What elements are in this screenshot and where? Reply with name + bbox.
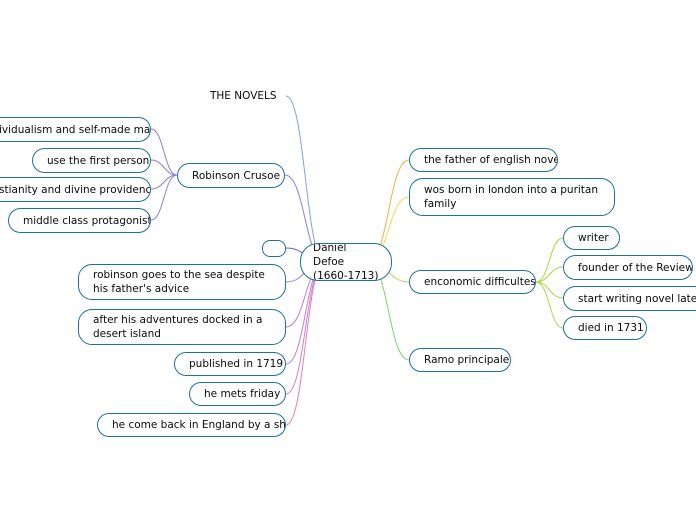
central-topic-daniel-defoe[interactable]: Daniel Defoe (1660-1713) xyxy=(300,243,392,281)
topic-ramo-principale[interactable]: Ramo principale xyxy=(409,348,511,372)
topic-mets-friday[interactable]: he mets friday xyxy=(189,382,286,406)
subtopic-founder-review[interactable]: founder of the Review xyxy=(563,255,693,280)
topic-the-novels[interactable]: THE NOVELS xyxy=(196,84,288,108)
subtopic-individualism[interactable]: ividualism and self-made man xyxy=(0,117,151,142)
topic-born-london[interactable]: wos born in london into a puritan family xyxy=(409,178,615,216)
topic-father-english-novel[interactable]: the father of english novel xyxy=(409,148,558,172)
topic-ramo-principale-label: Ramo principale xyxy=(424,354,510,366)
link-first-person xyxy=(150,159,178,176)
subtopic-start-writing-label: start writing novel late in l xyxy=(578,292,696,305)
subtopic-individualism-label: ividualism and self-made man xyxy=(0,123,151,136)
link-middle-class xyxy=(150,174,178,221)
subtopic-founder-review-label: founder of the Review xyxy=(578,261,693,274)
link-writer xyxy=(535,237,564,283)
topic-robinson-crusoe-label: Robinson Crusoe xyxy=(192,169,281,182)
subtopic-writer[interactable]: writer xyxy=(563,226,620,250)
topic-back-to-england-label: he come back in England by a ship xyxy=(112,419,286,431)
topic-the-novels-label: THE NOVELS xyxy=(210,90,277,102)
topic-mets-friday-label: he mets friday xyxy=(204,388,281,400)
topic-desert-island[interactable]: after his adventures docked in a desert … xyxy=(78,309,286,345)
topic-empty[interactable] xyxy=(262,240,286,257)
subtopic-writer-label: writer xyxy=(578,232,609,244)
topic-born-london-label: wos born in london into a puritan family xyxy=(424,184,599,210)
topic-father-english-novel-label: the father of english novel xyxy=(424,154,558,166)
subtopic-middle-class[interactable]: middle class protagonist xyxy=(8,208,151,233)
link-died xyxy=(535,281,564,329)
topic-goes-to-sea-label: robinson goes to the sea despite his fat… xyxy=(93,269,265,295)
subtopic-first-person-label: use the first person xyxy=(47,154,150,167)
link-england xyxy=(285,261,326,426)
link-founder xyxy=(535,266,564,283)
topic-robinson-crusoe[interactable]: Robinson Crusoe xyxy=(177,163,285,188)
subtopic-first-person[interactable]: use the first person xyxy=(32,148,151,173)
topic-goes-to-sea[interactable]: robinson goes to the sea despite his fat… xyxy=(78,264,286,300)
topic-economic-difficultes-label: enconomic difficultes xyxy=(424,276,536,288)
topic-published-1719[interactable]: published in 1719 xyxy=(174,352,286,376)
subtopic-christianity[interactable]: stianity and divine providence xyxy=(0,177,151,202)
topic-published-1719-label: published in 1719 xyxy=(189,358,284,370)
subtopic-start-writing[interactable]: start writing novel late in l xyxy=(563,286,696,311)
subtopic-died-1731[interactable]: died in 1731 xyxy=(563,316,647,340)
link-start-writing xyxy=(535,281,564,299)
central-topic-label: Daniel Defoe (1660-1713) xyxy=(313,243,379,281)
subtopic-christianity-label: stianity and divine providence xyxy=(0,183,151,196)
topic-economic-difficultes[interactable]: enconomic difficultes xyxy=(409,270,536,294)
subtopic-died-1731-label: died in 1731 xyxy=(578,322,644,334)
topic-desert-island-label: after his adventures docked in a desert … xyxy=(93,314,263,340)
subtopic-middle-class-label: middle class protagonist xyxy=(23,214,151,227)
topic-back-to-england[interactable]: he come back in England by a ship xyxy=(97,413,286,437)
link-individualism xyxy=(150,128,178,176)
